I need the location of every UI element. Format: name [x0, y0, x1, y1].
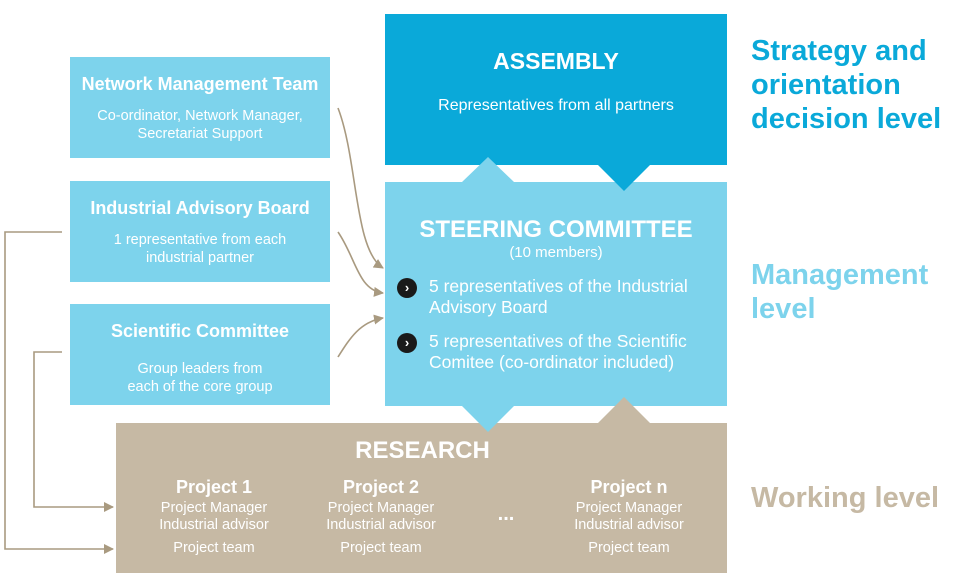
steering-bullet-text: 5 representatives of the Scientific Comi…: [429, 331, 687, 372]
assembly-box: [385, 14, 727, 165]
arrow-nmt-to-steering: [337, 107, 384, 269]
scientific-committee-title: Scientific Committee: [110, 321, 290, 341]
project-n: Project n Project Manager Industrial adv…: [554, 477, 704, 556]
research-ellipsis: ...: [497, 503, 515, 525]
project-advisor: Industrial advisor: [574, 517, 684, 533]
project-advisor: Industrial advisor: [326, 517, 436, 533]
scientific-committee-subtitle: Group leaders from each of the core grou…: [127, 361, 273, 395]
research-box: [116, 423, 727, 573]
steering-bullet-text: 5 representatives of the Industrial Advi…: [429, 276, 688, 317]
steering-up-notch: [462, 157, 514, 182]
arrow-iab-to-steering: [337, 231, 384, 297]
industrial-advisory-board-subtitle: 1 representative from each industrial pa…: [113, 232, 287, 266]
chevron-right-icon: ›: [397, 333, 417, 353]
research-title: RESEARCH: [355, 437, 490, 464]
steering-committee-box: [385, 182, 727, 406]
chevron-right-icon: ›: [397, 278, 417, 298]
industrial-advisory-board-box: Industrial Advisory Board 1 representati…: [70, 181, 330, 282]
project-title: Project 1: [175, 477, 253, 497]
project-manager: Project Manager: [327, 500, 435, 516]
arrow-iab-to-project: [4, 231, 114, 554]
steering-down-notch: [462, 406, 514, 432]
management-level-label: Management level: [751, 259, 929, 325]
network-management-team-title: Network Management Team: [81, 74, 319, 94]
project-manager: Project Manager: [575, 500, 683, 516]
research-up-notch: [598, 397, 650, 423]
steering-committee-title: STEERING COMMITTEE: [419, 216, 693, 243]
project-1: Project 1 Project Manager Industrial adv…: [139, 477, 289, 556]
working-level-label: Working level: [751, 482, 940, 514]
assembly-subtitle: Representatives from all partners: [438, 97, 674, 114]
project-title: Project 2: [342, 477, 420, 497]
steering-committee-header: STEERING COMMITTEE (10 members): [385, 216, 727, 261]
project-team: Project team: [588, 540, 670, 556]
project-team: Project team: [340, 540, 422, 556]
project-2: Project 2 Project Manager Industrial adv…: [306, 477, 456, 556]
research-title-wrap: RESEARCH: [320, 437, 525, 465]
network-management-team-box: Network Management Team Co-ordinator, Ne…: [70, 57, 330, 158]
steering-bullet-scientific: › 5 representatives of the Scientific Co…: [397, 331, 687, 373]
project-team: Project team: [173, 540, 255, 556]
project-advisor: Industrial advisor: [159, 517, 269, 533]
assembly-down-notch: [598, 165, 650, 191]
assembly-title: ASSEMBLY: [493, 48, 619, 74]
steering-bullet-industrial: › 5 representatives of the Industrial Ad…: [397, 276, 688, 318]
strategy-level-label: Strategy and orientation decision level: [751, 35, 942, 135]
scientific-committee-box: Scientific Committee Group leaders from …: [70, 304, 330, 405]
network-management-team-subtitle: Co-ordinator, Network Manager, Secretari…: [97, 108, 303, 142]
assembly-text: ASSEMBLY Representatives from all partne…: [385, 48, 727, 115]
arrow-sc-to-project: [33, 351, 114, 512]
project-manager: Project Manager: [160, 500, 268, 516]
industrial-advisory-board-title: Industrial Advisory Board: [90, 198, 310, 218]
steering-committee-subtitle: (10 members): [509, 244, 603, 261]
arrow-sc-to-steering: [337, 314, 384, 358]
project-title: Project n: [590, 477, 668, 497]
